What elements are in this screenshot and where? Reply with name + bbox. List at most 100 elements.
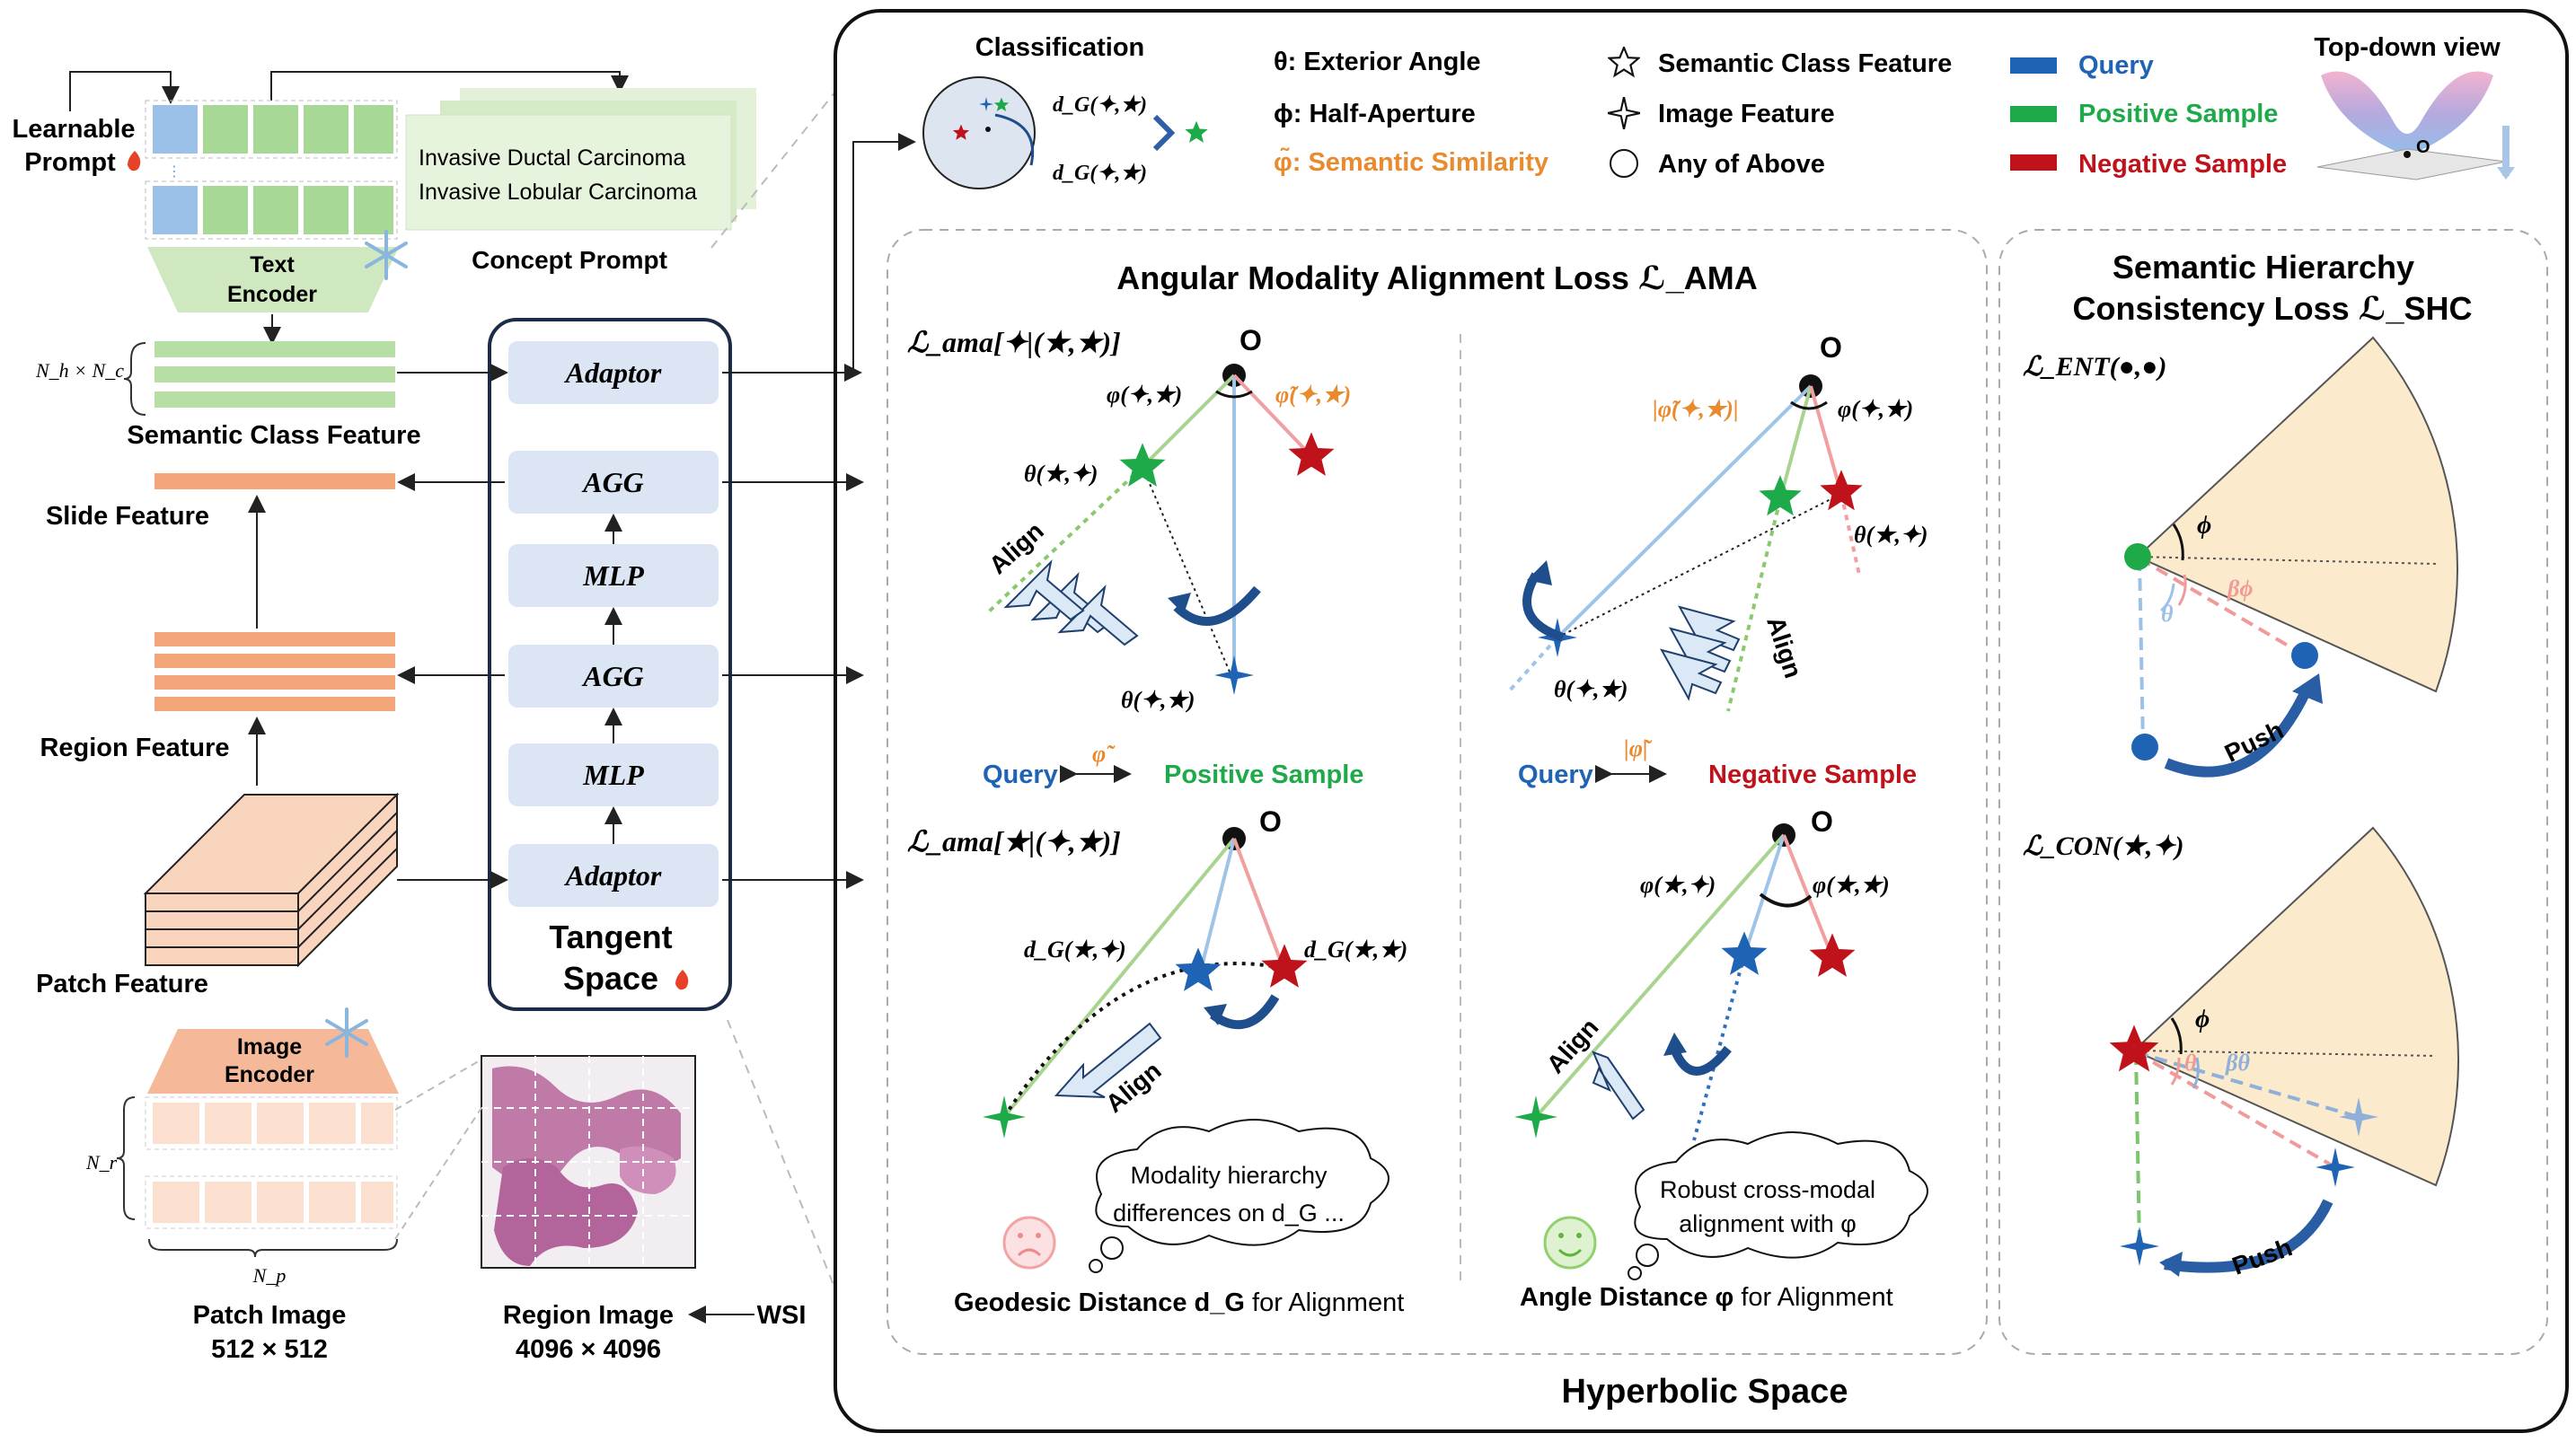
patch-feature-block (143, 792, 400, 968)
patch-feature-label: Patch Feature (36, 970, 208, 998)
feedback-arrow-left (69, 71, 180, 111)
learnable-prompt-label-2: Prompt (24, 148, 116, 177)
mlp-block-bottom (508, 743, 719, 806)
phi-b-left-label: φ(★,✦) (1640, 872, 1716, 898)
ent-phi: ϕ (2197, 512, 2211, 540)
agg-block-bottom (508, 645, 719, 708)
semantic-class-feature-legend: Semantic Class Feature (1658, 49, 1952, 78)
push-arrow-con (2164, 1199, 2333, 1273)
learnable-prompt-label-1: Learnable (13, 115, 136, 144)
phi-tilde-pos-label: φ̃(✦,★) (1275, 382, 1351, 408)
ama-loss-top: ℒ_ama[✦|(★,★)] (907, 326, 1121, 358)
region-image (481, 1055, 696, 1269)
patch-tokens (145, 1096, 398, 1229)
bubble-right-line-1: Robust cross-modal (1660, 1176, 1875, 1203)
query-label-right: Query (1518, 761, 1593, 789)
negative-sample-mid: Negative Sample (1708, 761, 1917, 789)
theta-cross-star-label: θ(✦,★) (1121, 687, 1195, 713)
classification-circle (922, 76, 1036, 189)
semantic-similarity-legend: φ̃: Semantic Similarity (1274, 146, 1548, 177)
phi-pos-label: φ(✦,★) (1107, 382, 1182, 408)
semantic-class-bar-1 (154, 341, 395, 357)
shc-ent-label: ℒ_ENT(●,●) (2023, 352, 2166, 382)
semantic-class-bar-3 (154, 391, 395, 408)
image-encoder-label-2: Encoder (225, 1062, 314, 1087)
half-aperture-legend: ϕ: Half-Aperture (1274, 100, 1476, 128)
theta-star-cross-label: θ(★,✦) (1024, 461, 1098, 487)
query-legend: Query (2078, 51, 2154, 80)
adaptor-block-top (508, 341, 719, 404)
rotate-arrow-tl (1173, 585, 1261, 626)
snowflake-icon (365, 230, 408, 280)
concept-prompt-label: Concept Prompt (472, 246, 667, 274)
query-label-left: Query (983, 761, 1058, 789)
rotate-arrow-br (1670, 1045, 1732, 1076)
agg-top-label: AGG (581, 466, 644, 498)
ama-loss-bottom: ℒ_ama[★|(✦,★)] (907, 825, 1121, 857)
concept-prompt-stack: Invasive Ductal Carcinoma Invasive Lobul… (405, 88, 756, 274)
flame-icon-2 (675, 970, 689, 990)
theta-neg-cross-label: θ(✦,★) (1554, 676, 1628, 702)
hyperbolic-space-frame (834, 9, 2569, 1433)
image-encoder-label-1: Image (237, 1034, 302, 1060)
classification-label: Classification (975, 33, 1145, 62)
con-phi: ϕ (2195, 1006, 2210, 1033)
dg-pos-legend: d_G(✦,★) (1053, 93, 1147, 117)
shc-con-label: ℒ_CON(★,✦) (2023, 831, 2183, 861)
top-down-origin: O (2416, 137, 2430, 157)
text-encoder-label-1: Text (250, 252, 295, 277)
text-encoder (147, 247, 399, 312)
patch-size-label: 512 × 512 (211, 1335, 328, 1364)
agg-block-top (508, 451, 719, 514)
thought-bubble-right: Robust cross-modal alignment with φ (1628, 1131, 1928, 1280)
bubble-left-line-1: Modality hierarchy (1130, 1162, 1328, 1189)
nh-nc-label: N_h × N_c (35, 359, 124, 382)
bubble-right-line-2: alignment with φ (1679, 1210, 1857, 1237)
thought-bubble-left: Modality hierarchy differences on d_G ..… (1089, 1119, 1389, 1273)
wsi-label: WSI (757, 1301, 807, 1330)
region-feature-label: Region Feature (40, 734, 229, 762)
dg-left-label: d_G(★,✦) (1024, 936, 1126, 963)
shc-title-1: Semantic Hierarchy (2113, 249, 2414, 286)
ama-panel: Angular Modality Alignment Loss ℒ_AMA ℒ_… (887, 229, 1988, 1355)
patch-image-label: Patch Image (193, 1301, 347, 1330)
top-down-view-image: O (2316, 71, 2515, 180)
align-label-tl: Align (984, 516, 1049, 579)
nr-label: N_r (85, 1151, 118, 1174)
shc-panel: Semantic Hierarchy Consistency Loss ℒ_SH… (1998, 229, 2548, 1355)
positive-sample-legend: Positive Sample (2078, 100, 2278, 128)
np-label: N_p (252, 1264, 287, 1287)
top-down-view-label: Top-down view (2314, 33, 2501, 62)
con-cone (2132, 826, 2459, 1187)
con-beta-theta: βθ (2225, 1050, 2250, 1076)
feedback-arrow-right (270, 71, 629, 101)
ent-theta: θ (2161, 601, 2174, 627)
phi-tilde-mid: φ̃ (1092, 741, 1116, 767)
bubble-left-line-2: differences on d_G ... (1113, 1200, 1345, 1227)
origin-tr: O (1820, 331, 1842, 364)
mlp-top-label: MLP (582, 559, 644, 592)
align-arrow-br (1592, 1051, 1645, 1121)
semantic-class-feature-label: Semantic Class Feature (127, 421, 420, 450)
svg-text:⋮: ⋮ (167, 164, 181, 180)
align-arrows-tl (1003, 558, 1139, 646)
caption-left-bold: Geodesic Distance d_G for Alignment (954, 1288, 1404, 1317)
semantic-class-bar-2 (154, 366, 395, 382)
align-label-br: Align (1541, 1013, 1604, 1078)
shc-title-2: Consistency Loss ℒ_SHC (2073, 290, 2473, 327)
mlp-bottom-label: MLP (582, 759, 644, 791)
align-arrow-bl (1054, 1022, 1162, 1098)
push-arrow-ent (2164, 683, 2314, 778)
agg-bottom-label: AGG (581, 660, 644, 692)
con-theta: θ (2184, 1050, 2197, 1076)
phi-neg-label: φ(✦,★) (1838, 396, 1913, 422)
negative-sample-legend: Negative Sample (2078, 150, 2287, 179)
flame-icon (128, 151, 141, 171)
snowflake-icon-2 (325, 1007, 368, 1058)
image-feature-legend: Image Feature (1658, 100, 1835, 128)
left-pipeline: Learnable Prompt ⋮ Invasive Ductal Ca (13, 71, 807, 1364)
adaptor-bottom-label: Adaptor (564, 859, 662, 892)
text-encoder-label-2: Encoder (227, 282, 317, 307)
align-label-tr: Align (1761, 613, 1807, 681)
